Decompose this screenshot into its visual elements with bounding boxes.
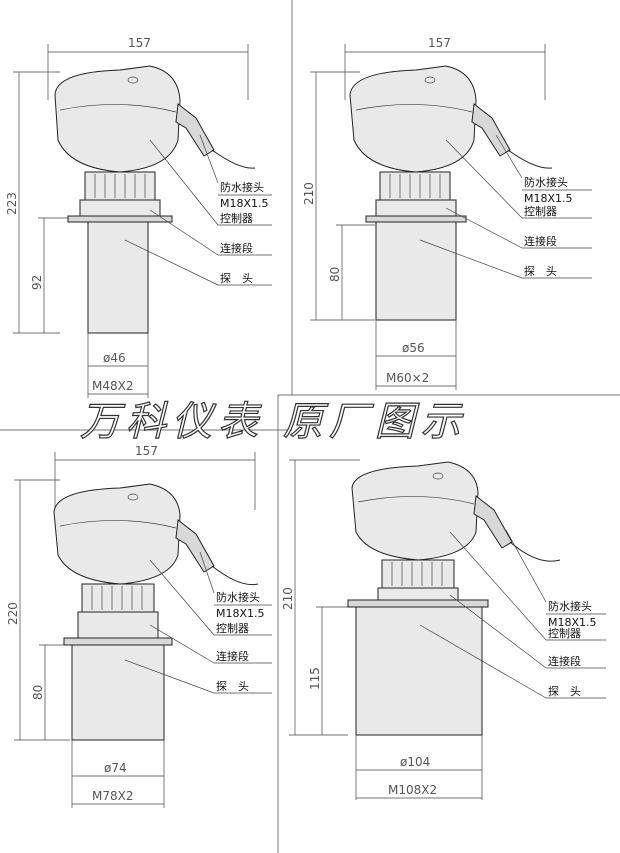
probe: [355, 606, 483, 736]
inner-diameter: ø74: [104, 761, 127, 775]
panel-1: 157 223 92 ø46 M48X2: [5, 36, 272, 398]
thread-size: M48X2: [92, 379, 133, 393]
waterproof-connector: [175, 519, 215, 573]
label-gland-thread: M18X1.5: [216, 607, 265, 620]
neck-ribs: [379, 171, 451, 201]
flange: [63, 637, 173, 646]
waterproof-connector: [473, 495, 513, 549]
controller-housing: [54, 65, 181, 173]
flange: [365, 215, 467, 223]
probe-length-dimension: 115: [308, 667, 322, 690]
label-controller: 控制器: [216, 621, 249, 635]
thread-size: M108X2: [388, 783, 437, 797]
panel-2: 157 210 80 ø56 M60×2 防水接头 M18: [302, 36, 592, 390]
neck-ribs: [84, 171, 156, 201]
label-controller: 控制器: [524, 204, 557, 218]
label-connection-section: 连接段: [548, 654, 581, 668]
width-dimension: 157: [128, 36, 151, 50]
label-gland-thread: M18X1.5: [220, 197, 269, 210]
label-connection-section: 连接段: [220, 241, 253, 255]
label-gland-thread: M18X1.5: [548, 616, 597, 629]
height-dimension: 220: [6, 602, 20, 625]
label-probe: 探 头: [216, 680, 249, 693]
watermark-text: 万科仪表 原厂图示: [80, 399, 467, 445]
connection-section: [79, 199, 161, 217]
probe: [87, 221, 149, 334]
waterproof-connector: [175, 103, 215, 157]
width-dimension: 157: [135, 444, 158, 458]
connection-section: [377, 587, 459, 601]
inner-diameter: ø46: [103, 351, 126, 365]
label-waterproof-connector: 防水接头: [216, 590, 260, 604]
controller-housing: [351, 461, 479, 561]
height-dimension: 210: [281, 587, 295, 610]
thread-size: M60×2: [386, 371, 429, 385]
connection-section: [77, 611, 159, 639]
inner-diameter: ø56: [402, 341, 425, 355]
label-gland-thread: M18X1.5: [524, 192, 573, 205]
height-dimension: 210: [302, 182, 316, 205]
panel-4: 210 115 ø104 M108X2 防水接头 M18X1.5 控制器 连接段: [281, 459, 606, 800]
label-probe: 探 头: [220, 272, 253, 285]
neck-ribs: [81, 583, 155, 613]
connection-section: [375, 199, 457, 217]
label-waterproof-connector: 防水接头: [524, 175, 568, 189]
probe-length-dimension: 92: [30, 275, 44, 290]
label-probe: 探 头: [524, 265, 557, 278]
controller-housing: [53, 483, 181, 585]
label-controller: 控制器: [220, 211, 253, 225]
inner-diameter: ø104: [400, 755, 430, 769]
probe-length-dimension: 80: [328, 267, 342, 282]
label-connection-section: 连接段: [524, 234, 557, 248]
label-waterproof-connector: 防水接头: [220, 180, 264, 194]
width-dimension: 157: [428, 36, 451, 50]
flange: [67, 215, 173, 223]
neck-ribs: [381, 559, 455, 589]
label-waterproof-connector: 防水接头: [548, 599, 592, 613]
panel-3: 157 220 80 ø74 M78X2 防水接头 M18: [6, 444, 272, 808]
probe-length-dimension: 80: [31, 685, 45, 700]
label-connection-section: 连接段: [216, 649, 249, 663]
probe: [375, 221, 457, 321]
flange: [347, 599, 489, 608]
label-probe: 探 头: [548, 685, 581, 698]
label-controller: 控制器: [548, 626, 581, 640]
probe: [71, 644, 165, 741]
controller-housing: [349, 65, 477, 173]
height-dimension: 223: [5, 192, 19, 215]
thread-size: M78X2: [92, 789, 133, 803]
